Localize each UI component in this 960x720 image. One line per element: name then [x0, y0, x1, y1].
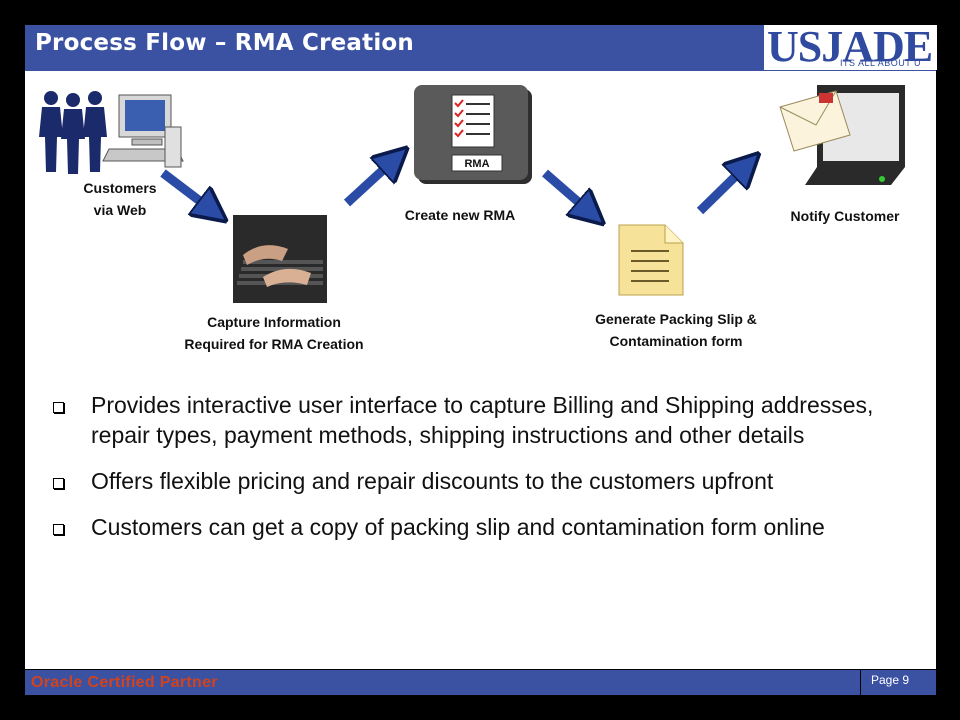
monitor-mail-icon — [779, 85, 905, 185]
header-divider — [25, 70, 936, 71]
rma-checklist-icon: RMA — [414, 85, 532, 184]
logo-name: USJADE — [767, 22, 933, 71]
create-rma-label: Create new RMA — [404, 207, 516, 223]
list-item: Customers can get a copy of packing slip… — [53, 512, 913, 542]
partner-label: Oracle Certified Partner — [31, 674, 218, 691]
bullet-box-icon — [53, 524, 64, 535]
footer-bar: Oracle Certified Partner Page 9 — [25, 670, 936, 695]
customers-label: Customers via Web — [83, 180, 157, 218]
slide: Process Flow – RMA Creation USJADE ITS A… — [25, 22, 937, 695]
keyboard-hands-icon — [233, 215, 327, 303]
arrow-icon — [343, 159, 395, 207]
document-icon — [618, 224, 684, 296]
page-title: Process Flow – RMA Creation — [35, 30, 414, 56]
footer-separator — [860, 670, 861, 695]
arrow-icon — [696, 165, 747, 215]
bullet-list: Provides interactive user interface to c… — [53, 390, 913, 558]
flow-arrows — [160, 25, 936, 325]
logo-tagline: ITS ALL ABOUT U — [840, 58, 922, 68]
people-computer-icon — [39, 91, 184, 174]
capture-label: Capture Information Required for RMA Cre… — [184, 314, 364, 352]
footer-divider — [25, 669, 936, 670]
list-item: Offers flexible pricing and repair disco… — [53, 466, 913, 496]
logo: USJADE ITS ALL ABOUT U — [763, 22, 937, 71]
notify-label: Notify Customer — [790, 208, 900, 224]
bullet-box-icon — [53, 478, 64, 489]
header-bar: Process Flow – RMA Creation — [25, 25, 763, 70]
bullet-box-icon — [53, 402, 64, 413]
packing-label: Generate Packing Slip & Contamination fo… — [595, 311, 757, 349]
page-number: Page 9 — [871, 673, 910, 687]
arrow-icon — [160, 169, 213, 211]
rma-badge-label: RMA — [464, 158, 489, 170]
arrow-icon — [542, 169, 591, 213]
list-item: Provides interactive user interface to c… — [53, 390, 913, 450]
